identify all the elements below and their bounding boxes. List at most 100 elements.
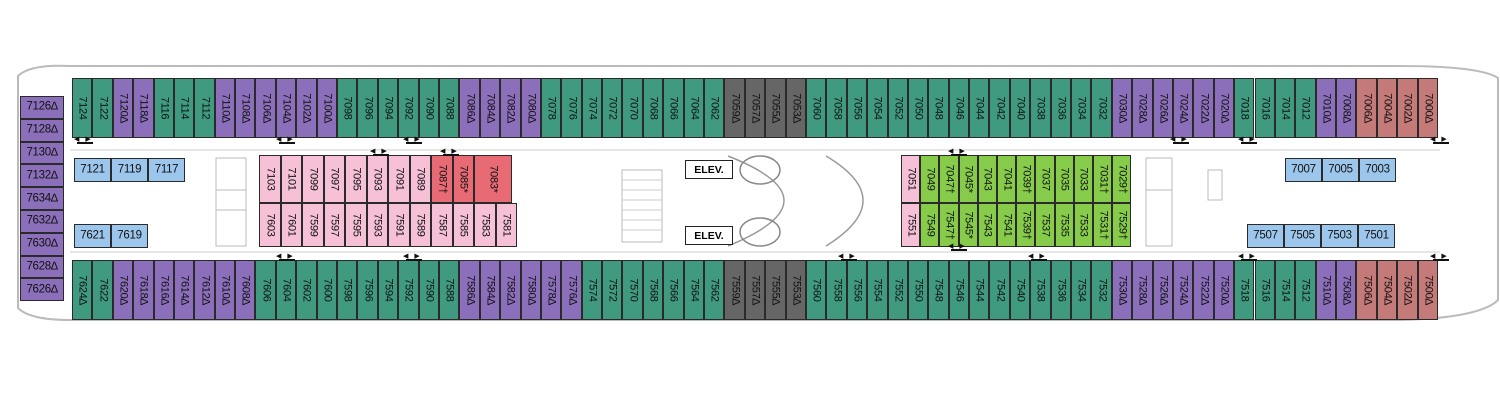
cabin[interactable]: 7500∆ xyxy=(1417,260,1438,320)
cabin[interactable]: 7532 xyxy=(1091,260,1112,320)
cabin[interactable]: 7545* xyxy=(958,203,978,247)
cabin[interactable]: 7533 xyxy=(1073,203,1093,247)
cabin[interactable]: 7044 xyxy=(969,78,990,138)
cabin[interactable]: 7597 xyxy=(323,203,345,247)
cabin[interactable]: 7589 xyxy=(409,203,431,247)
cabin[interactable]: 7088 xyxy=(438,78,460,138)
cabin[interactable]: 7618∆ xyxy=(133,260,154,320)
cabin[interactable]: 7558 xyxy=(826,260,847,320)
cabin[interactable]: 7008∆ xyxy=(1336,78,1357,138)
cabin[interactable]: 7508∆ xyxy=(1336,260,1357,320)
cabin[interactable]: 7551 xyxy=(901,203,921,247)
cabin[interactable]: 7604 xyxy=(275,260,297,320)
cabin[interactable]: 7005 xyxy=(1322,158,1359,182)
cabin[interactable]: 7622 xyxy=(92,260,113,320)
cabin[interactable]: 7108∆ xyxy=(235,78,256,138)
cabin[interactable]: 7585 xyxy=(452,203,474,247)
cabin[interactable]: 7086∆ xyxy=(459,78,480,138)
cabin[interactable]: 7556 xyxy=(846,260,868,320)
cabin[interactable]: 7616∆ xyxy=(153,260,174,320)
cabin[interactable]: 7101 xyxy=(280,155,302,203)
cabin[interactable]: 7118∆ xyxy=(133,78,154,138)
cabin[interactable]: 7542 xyxy=(989,260,1010,320)
cabin[interactable]: 7539† xyxy=(1016,203,1036,247)
cabin[interactable]: 7564 xyxy=(683,260,705,320)
cabin[interactable]: 7055∆ xyxy=(765,78,786,138)
cabin[interactable]: 7610∆ xyxy=(214,260,236,320)
cabin[interactable]: 7600 xyxy=(316,260,338,320)
cabin[interactable]: 7097 xyxy=(323,155,345,203)
cabin[interactable]: 7595 xyxy=(345,203,367,247)
cabin[interactable]: 7050 xyxy=(907,78,929,138)
cabin[interactable]: 7096 xyxy=(357,78,378,138)
cabin[interactable]: 7121 xyxy=(74,158,111,182)
cabin[interactable]: 7102∆ xyxy=(296,78,317,138)
cabin[interactable]: 7593 xyxy=(366,203,388,247)
cabin[interactable]: 7082∆ xyxy=(500,78,521,138)
cabin[interactable]: 7543 xyxy=(977,203,997,247)
cabin[interactable]: 7555∆ xyxy=(765,260,786,320)
cabin[interactable]: 7529† xyxy=(1112,203,1132,247)
cabin[interactable]: 7626∆ xyxy=(20,278,64,302)
cabin[interactable]: 7085* xyxy=(452,155,474,203)
cabin[interactable]: 7514 xyxy=(1274,260,1296,320)
cabin[interactable]: 7501 xyxy=(1358,224,1395,248)
cabin[interactable]: 7628∆ xyxy=(20,255,64,279)
cabin[interactable]: 7059∆ xyxy=(724,78,745,138)
cabin[interactable]: 7052 xyxy=(887,78,908,138)
cabin[interactable]: 7110∆ xyxy=(214,78,236,138)
cabin[interactable]: 7007 xyxy=(1285,158,1322,182)
cabin[interactable]: 7583 xyxy=(474,203,496,247)
cabin[interactable]: 7594 xyxy=(377,260,399,320)
cabin[interactable]: 7572 xyxy=(602,260,623,320)
cabin[interactable]: 7094 xyxy=(377,78,399,138)
cabin[interactable]: 7560 xyxy=(805,260,827,320)
cabin[interactable]: 7574 xyxy=(581,260,603,320)
cabin[interactable]: 7003 xyxy=(1359,158,1396,182)
cabin[interactable]: 7132∆ xyxy=(20,164,64,188)
cabin[interactable]: 7058 xyxy=(826,78,847,138)
cabin[interactable]: 7562 xyxy=(704,260,725,320)
cabin[interactable]: 7536 xyxy=(1050,260,1071,320)
cabin[interactable]: 7020∆ xyxy=(1213,78,1235,138)
cabin[interactable]: 7064 xyxy=(683,78,705,138)
cabin[interactable]: 7030∆ xyxy=(1111,78,1133,138)
cabin[interactable]: 7619 xyxy=(111,224,148,248)
cabin[interactable]: 7522∆ xyxy=(1193,260,1214,320)
cabin[interactable]: 7526∆ xyxy=(1152,260,1173,320)
cabin[interactable]: 7039† xyxy=(1016,155,1036,203)
cabin[interactable]: 7570 xyxy=(622,260,643,320)
cabin[interactable]: 7014 xyxy=(1274,78,1296,138)
cabin[interactable]: 7022∆ xyxy=(1193,78,1214,138)
cabin[interactable]: 7031† xyxy=(1093,155,1113,203)
cabin[interactable]: 7620∆ xyxy=(112,260,134,320)
cabin[interactable]: 7591 xyxy=(388,203,410,247)
cabin[interactable]: 7130∆ xyxy=(20,141,64,165)
cabin[interactable]: 7534 xyxy=(1071,260,1092,320)
cabin[interactable]: 7056 xyxy=(846,78,868,138)
cabin[interactable]: 7630∆ xyxy=(20,232,64,256)
cabin[interactable]: 7531† xyxy=(1093,203,1113,247)
cabin[interactable]: 7043 xyxy=(977,155,997,203)
cabin[interactable]: 7584∆ xyxy=(479,260,501,320)
cabin[interactable]: 7614∆ xyxy=(173,260,195,320)
cabin[interactable]: 7581 xyxy=(495,203,517,247)
cabin[interactable]: 7004∆ xyxy=(1376,78,1398,138)
cabin[interactable]: 7552 xyxy=(887,260,908,320)
cabin[interactable]: 7076 xyxy=(561,78,582,138)
cabin[interactable]: 7087† xyxy=(431,155,453,203)
cabin[interactable]: 7029† xyxy=(1112,155,1132,203)
cabin[interactable]: 7120∆ xyxy=(112,78,134,138)
cabin[interactable]: 7112 xyxy=(194,78,215,138)
cabin[interactable]: 7042 xyxy=(989,78,1010,138)
cabin[interactable]: 7541 xyxy=(997,203,1017,247)
cabin[interactable]: 7530∆ xyxy=(1111,260,1133,320)
cabin[interactable]: 7100∆ xyxy=(316,78,338,138)
cabin[interactable]: 7126∆ xyxy=(20,96,64,119)
cabin[interactable]: 7516 xyxy=(1254,260,1275,320)
cabin[interactable]: 7603 xyxy=(259,203,281,247)
cabin[interactable]: 7032 xyxy=(1091,78,1112,138)
cabin[interactable]: 7518 xyxy=(1234,260,1255,320)
cabin[interactable]: 7588 xyxy=(438,260,460,320)
cabin[interactable]: 7512 xyxy=(1295,260,1316,320)
